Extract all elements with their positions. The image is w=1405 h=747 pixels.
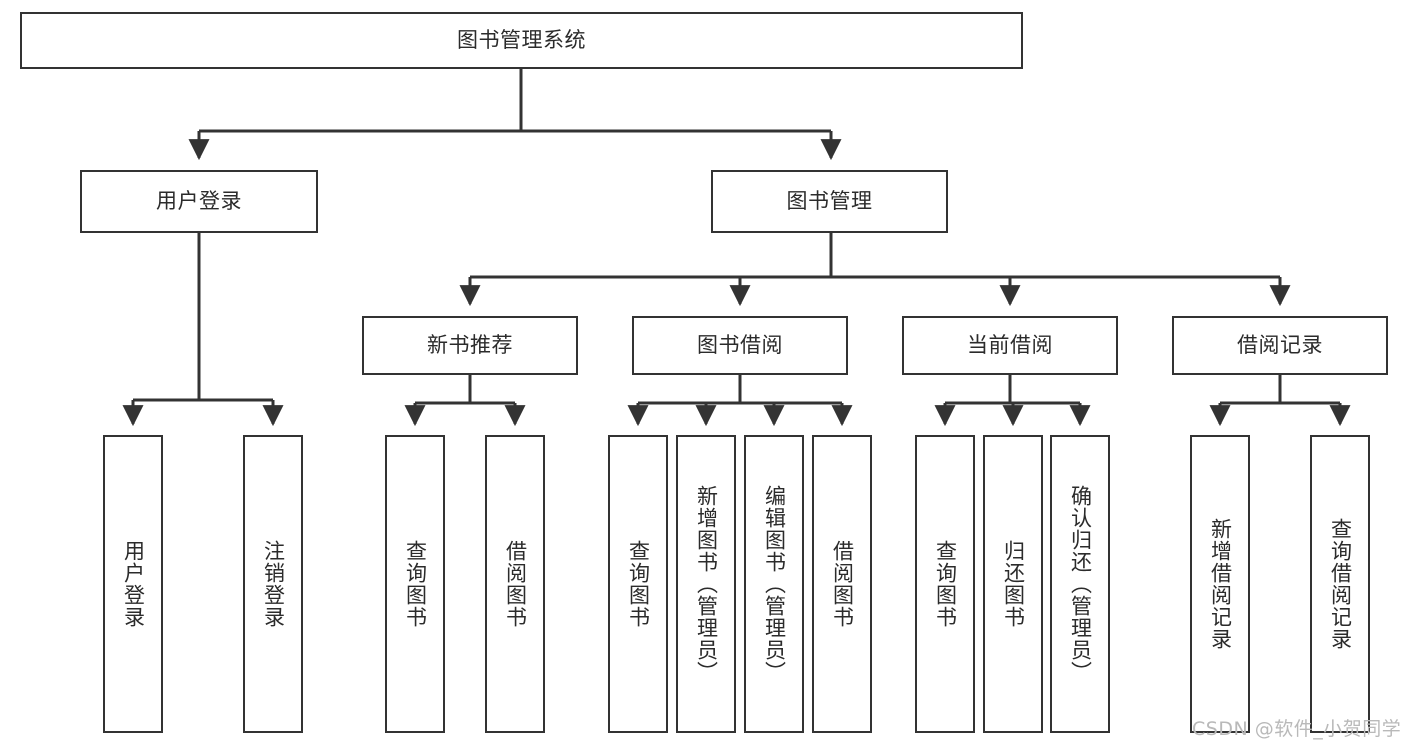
node-current-borrow-label: 当前借阅 xyxy=(967,332,1053,357)
node-current-borrow[interactable]: 当前借阅 xyxy=(902,316,1118,375)
node-book-borrow-label: 图书借阅 xyxy=(697,332,783,357)
node-book-borrow[interactable]: 图书借阅 xyxy=(632,316,848,375)
leaf-rec-query-label: 查询图书 xyxy=(403,540,428,628)
leaf-cb-confirm[interactable]: 确认归还（管理员） xyxy=(1050,435,1110,733)
leaf-bb-borrow[interactable]: 借阅图书 xyxy=(812,435,872,733)
node-root[interactable]: 图书管理系统 xyxy=(20,12,1023,69)
leaf-br-query-label: 查询借阅记录 xyxy=(1328,518,1353,650)
node-borrow-record-label: 借阅记录 xyxy=(1237,332,1323,357)
leaf-bb-borrow-label: 借阅图书 xyxy=(830,540,855,628)
leaf-bb-add[interactable]: 新增图书（管理员） xyxy=(676,435,736,733)
node-new-book-rec[interactable]: 新书推荐 xyxy=(362,316,578,375)
leaf-br-query[interactable]: 查询借阅记录 xyxy=(1310,435,1370,733)
leaf-bb-edit[interactable]: 编辑图书（管理员） xyxy=(744,435,804,733)
node-user-login[interactable]: 用户登录 xyxy=(80,170,318,233)
node-user-login-label: 用户登录 xyxy=(156,188,242,213)
node-new-book-rec-label: 新书推荐 xyxy=(427,332,513,357)
leaf-user-login-label: 用户登录 xyxy=(121,540,146,628)
leaf-bb-query-label: 查询图书 xyxy=(626,540,651,628)
leaf-br-add[interactable]: 新增借阅记录 xyxy=(1190,435,1250,733)
node-borrow-record[interactable]: 借阅记录 xyxy=(1172,316,1388,375)
leaf-logout[interactable]: 注销登录 xyxy=(243,435,303,733)
leaf-cb-confirm-label: 确认归还（管理员） xyxy=(1068,485,1093,683)
leaf-bb-query[interactable]: 查询图书 xyxy=(608,435,668,733)
leaf-br-add-label: 新增借阅记录 xyxy=(1208,518,1233,650)
leaf-cb-query[interactable]: 查询图书 xyxy=(915,435,975,733)
leaf-rec-query[interactable]: 查询图书 xyxy=(385,435,445,733)
leaf-cb-return-label: 归还图书 xyxy=(1001,540,1026,628)
leaf-bb-edit-label: 编辑图书（管理员） xyxy=(762,485,787,683)
node-book-manage[interactable]: 图书管理 xyxy=(711,170,948,233)
leaf-bb-add-label: 新增图书（管理员） xyxy=(694,485,719,683)
leaf-cb-return[interactable]: 归还图书 xyxy=(983,435,1043,733)
leaf-logout-label: 注销登录 xyxy=(261,540,286,628)
node-root-label: 图书管理系统 xyxy=(457,27,586,52)
leaf-user-login[interactable]: 用户登录 xyxy=(103,435,163,733)
leaf-rec-borrow[interactable]: 借阅图书 xyxy=(485,435,545,733)
leaf-cb-query-label: 查询图书 xyxy=(933,540,958,628)
node-book-manage-label: 图书管理 xyxy=(786,188,873,213)
leaf-rec-borrow-label: 借阅图书 xyxy=(503,540,528,628)
